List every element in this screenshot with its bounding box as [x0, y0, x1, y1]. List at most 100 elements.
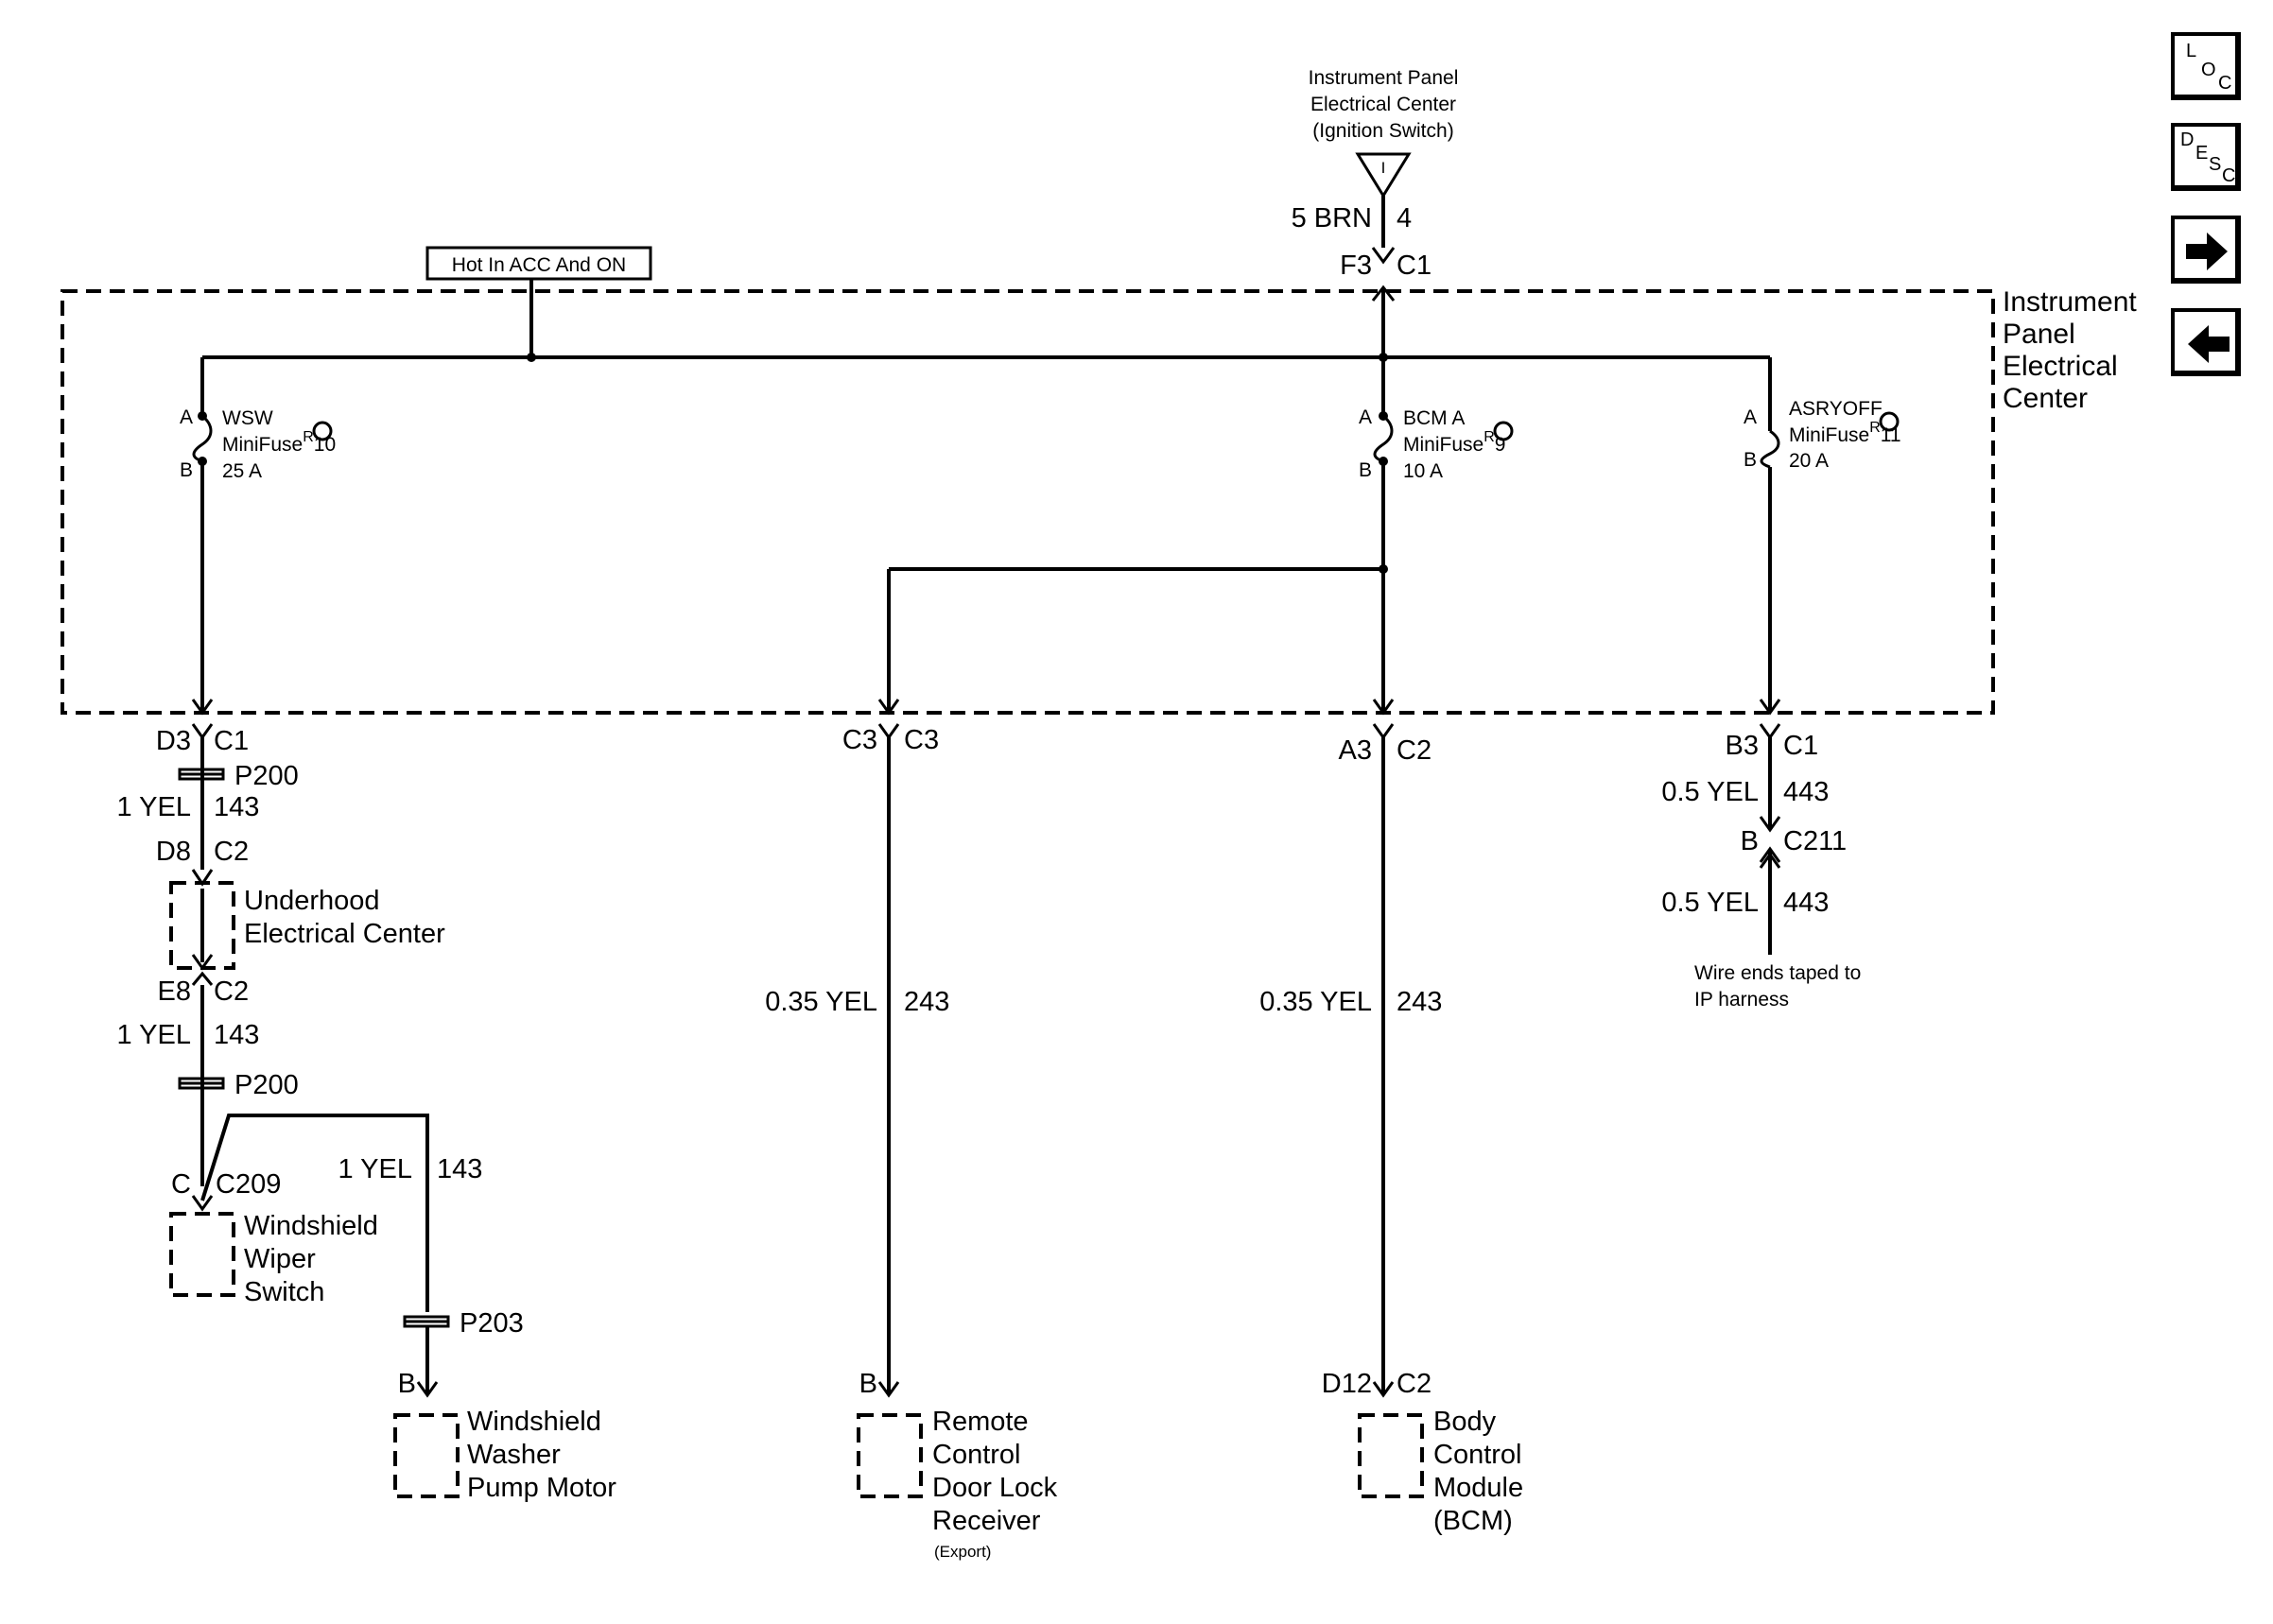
uec-label-line2: Electrical Center	[244, 919, 445, 949]
wsw-wire3-color: 1 YEL	[338, 1154, 412, 1184]
wsw-wire2-color: 1 YEL	[117, 1020, 191, 1050]
p200-label-1: P200	[234, 761, 299, 791]
washer-connector	[416, 1381, 439, 1398]
desc-letter-c: C	[2222, 165, 2236, 186]
loc-letter-l: L	[2186, 41, 2197, 61]
fuse-wsw-symbol	[192, 414, 213, 463]
desc-letter-e: E	[2195, 143, 2209, 164]
loc-letter-o: O	[2201, 60, 2216, 80]
desc-letter-s: S	[2209, 154, 2222, 175]
rcdlr-connector	[877, 1381, 900, 1398]
rcdlr-label-line4: Receiver	[932, 1506, 1041, 1536]
p203-label: P203	[460, 1308, 524, 1339]
c211-pin: B	[1741, 826, 1759, 856]
fuse-bcm-rating: 10 A	[1403, 460, 1443, 482]
rcdlr-out-conn: C3	[904, 725, 939, 755]
asry-out-connector	[1759, 723, 1781, 740]
fuse-bcm-pin-a-label: A	[1359, 406, 1372, 428]
wsw-wire1-circuit: 143	[214, 792, 259, 822]
washer-label-line3: Pump Motor	[467, 1473, 616, 1503]
asry-wire2-circuit: 443	[1783, 888, 1829, 918]
asry-out-pin: B3	[1726, 731, 1759, 761]
rcdlr-pin: B	[859, 1369, 877, 1399]
source-wire-circuit: 4	[1397, 203, 1412, 233]
bcm-pin: D12	[1322, 1369, 1372, 1399]
fuse-asry-name: ASRYOFF	[1789, 398, 1883, 420]
loc-letter-c: C	[2218, 73, 2232, 94]
wsw-wire2-circuit: 143	[214, 1020, 259, 1050]
washer-branch-wire	[200, 1114, 429, 1312]
rcdlr-out-pin: C3	[842, 725, 877, 755]
uec-in-pin: D8	[156, 837, 191, 867]
fuse-wsw-pin-a-label: A	[180, 406, 193, 428]
wiper-switch-box	[169, 1212, 235, 1297]
bcm-label-line2: Control	[1433, 1440, 1522, 1470]
fuse-wsw-name: WSW	[222, 407, 273, 429]
bcm-wire-circuit: 243	[1397, 987, 1442, 1017]
ignition-terminal-symbol	[1355, 152, 1412, 199]
uec-label-line1: Underhood	[244, 886, 380, 916]
fuse-asry-rating: 20 A	[1789, 450, 1829, 472]
source-connector-name: C1	[1397, 251, 1431, 281]
ipec-label-line4: Center	[2003, 383, 2088, 414]
rcdlr-wire-circuit: 243	[904, 987, 949, 1017]
ipec-boundary	[61, 289, 1995, 715]
fuse-wsw-pin-b-label: B	[180, 459, 193, 481]
ipec-label-line2: Panel	[2003, 319, 2075, 350]
switch-connector	[191, 1195, 214, 1212]
description-button[interactable]: D E S C	[2171, 123, 2241, 191]
arrow-left-icon	[2188, 325, 2230, 363]
rcdlr-label-line3: Door Lock	[932, 1473, 1058, 1503]
asry-out-arrow	[1759, 699, 1781, 716]
asry-wire2-color: 0.5 YEL	[1661, 888, 1759, 918]
switch-conn: C209	[216, 1169, 281, 1200]
fuse-bcm-pin-b-label: B	[1359, 459, 1372, 481]
washer-pump-box	[393, 1413, 460, 1498]
fuse-wsw-rating: 25 A	[222, 460, 262, 482]
fuse-asry-pin-b-label: B	[1744, 449, 1757, 471]
bcm-out-conn: C2	[1397, 735, 1431, 766]
switch-pin: C	[171, 1169, 191, 1200]
rcdlr-label-line1: Remote	[932, 1407, 1029, 1437]
hot-label-box	[425, 246, 652, 281]
asry-note-line2: IP harness	[1694, 989, 1789, 1011]
wiper-switch-label-line3: Switch	[244, 1277, 324, 1307]
asry-wire1-circuit: 443	[1783, 777, 1829, 807]
bcm-wire-color: 0.35 YEL	[1259, 987, 1372, 1017]
location-button[interactable]: L O C	[2171, 32, 2241, 100]
back-button[interactable]	[2171, 308, 2241, 376]
desc-letter-d: D	[2180, 130, 2195, 150]
wiper-switch-label-line2: Wiper	[244, 1244, 316, 1274]
bcm-label-line4: (BCM)	[1433, 1506, 1513, 1536]
fuse-wsw-type: MiniFuseR10	[222, 429, 336, 456]
bcm-conn: C2	[1397, 1369, 1431, 1399]
fuse-asry-pin-a-label: A	[1744, 406, 1757, 428]
fuse-asry-symbol	[1760, 429, 1780, 469]
wsw-wire1-color: 1 YEL	[117, 792, 191, 822]
bcm-out-arrow	[1372, 699, 1395, 716]
c211-conn: C211	[1783, 826, 1847, 856]
fuse-wsw-registered-circle	[312, 421, 333, 441]
p200-label-2: P200	[234, 1070, 299, 1100]
uec-internal-arrow	[191, 954, 214, 971]
ipec-label-line1: Instrument	[2003, 286, 2137, 318]
c211-connector-top	[1759, 816, 1781, 833]
source-connector-pin: F3	[1340, 251, 1372, 281]
wsw-out-conn: C1	[214, 726, 249, 756]
ignition-terminal-letter: I	[1381, 159, 1386, 177]
washer-pin: B	[398, 1369, 416, 1399]
washer-label-line1: Windshield	[467, 1407, 601, 1437]
wsw-out-pin: D3	[156, 726, 191, 756]
asry-note-line1: Wire ends taped to	[1694, 962, 1861, 984]
rcdlr-box	[857, 1413, 923, 1498]
registered-mark: R	[303, 429, 314, 445]
fuse-bcm-type: MiniFuseR9	[1403, 429, 1505, 456]
forward-button[interactable]	[2171, 216, 2241, 284]
wsw-wire3-circuit: 143	[437, 1154, 482, 1184]
rcdlr-wire-color: 0.35 YEL	[765, 987, 877, 1017]
uec-in-conn: C2	[214, 837, 249, 867]
source-connector-symbol	[1371, 247, 1396, 265]
rcdlr-label-line2: Control	[932, 1440, 1021, 1470]
fuse-bcm-name: BCM A	[1403, 407, 1465, 429]
